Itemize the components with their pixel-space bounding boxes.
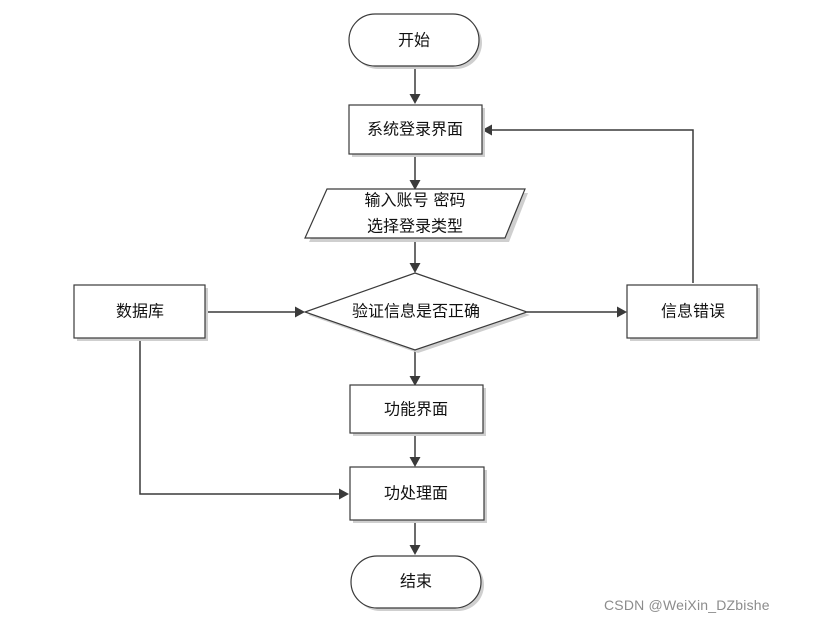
edge-database-to-process	[139, 340, 342, 495]
input-label-line2: 选择登录类型	[367, 217, 463, 236]
login-page-label: 系统登录界面	[367, 120, 463, 139]
edge-error-to-login	[489, 129, 694, 283]
arrowhead-login	[409, 94, 421, 104]
verify-label: 验证信息是否正确	[352, 302, 480, 321]
input-label-line1: 输入账号 密码	[364, 191, 465, 210]
end-label: 结束	[400, 572, 432, 591]
arrowhead-verify-left	[295, 306, 305, 318]
arrowhead-function	[409, 376, 421, 386]
connectors	[139, 67, 694, 555]
database-node: 数据库	[73, 284, 208, 341]
arrowhead-process-left	[339, 488, 349, 500]
arrowhead-error	[617, 306, 627, 318]
function-page-node: 功能界面	[349, 384, 486, 436]
arrowhead-end	[409, 545, 421, 555]
arrowhead-login-right	[482, 124, 492, 136]
login-page-node: 系统登录界面	[348, 104, 485, 157]
verify-decision-node: 验证信息是否正确	[303, 272, 530, 353]
end-node: 结束	[350, 555, 484, 611]
arrowhead-verify-top	[409, 263, 421, 273]
arrowhead-process-top	[409, 457, 421, 467]
process-page-node: 功处理面	[349, 466, 487, 523]
arrowhead-input	[409, 180, 421, 190]
watermark-text: CSDN @WeiXin_DZbishe	[604, 597, 770, 613]
input-node: 输入账号 密码 选择登录类型	[304, 188, 528, 242]
error-node: 信息错误	[626, 284, 760, 341]
process-page-label: 功处理面	[384, 484, 448, 503]
database-label: 数据库	[116, 302, 164, 321]
function-page-label: 功能界面	[384, 400, 448, 419]
start-label: 开始	[398, 31, 430, 50]
start-node: 开始	[348, 13, 482, 69]
error-label: 信息错误	[661, 302, 725, 321]
